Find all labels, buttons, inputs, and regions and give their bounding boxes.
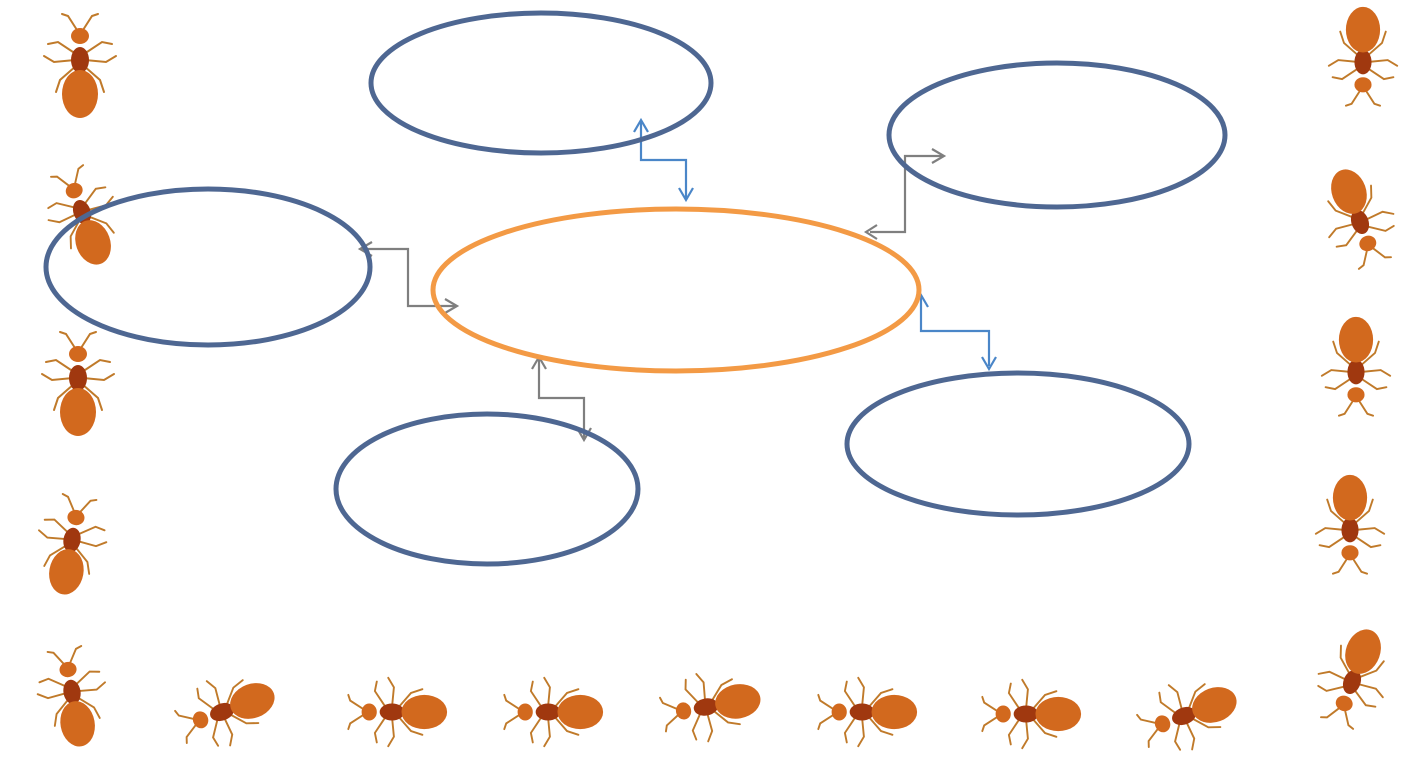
- connector-left: [357, 241, 460, 314]
- node-bottom-left: [333, 411, 641, 567]
- ant-icon: [41, 331, 115, 437]
- ant-icon: [27, 490, 115, 602]
- node-top-right: [886, 60, 1228, 210]
- ant-icon: [1327, 5, 1399, 107]
- node-bottom-right: [844, 370, 1192, 518]
- connector-bottom-right: [913, 292, 997, 372]
- ant-icon: [656, 662, 768, 750]
- node-left: [43, 186, 373, 348]
- ant-icon: [1314, 473, 1386, 575]
- ant-icon: [1320, 315, 1392, 417]
- ant-icon: [347, 676, 449, 748]
- node-top: [368, 10, 714, 156]
- ant-border: [27, 5, 1409, 765]
- ant-icon: [1303, 617, 1404, 736]
- ant-icon: [817, 676, 919, 748]
- connector-bottom-left: [531, 354, 592, 443]
- ant-icon: [503, 676, 605, 748]
- ant-icon: [43, 13, 117, 119]
- ant-icon: [29, 642, 117, 754]
- ant-icon: [981, 678, 1083, 750]
- ant-icon: [1130, 664, 1249, 765]
- connector-top-right: [863, 148, 947, 240]
- ant-icon: [168, 660, 287, 761]
- ant-icon: [1308, 157, 1409, 276]
- center-node: [430, 206, 922, 374]
